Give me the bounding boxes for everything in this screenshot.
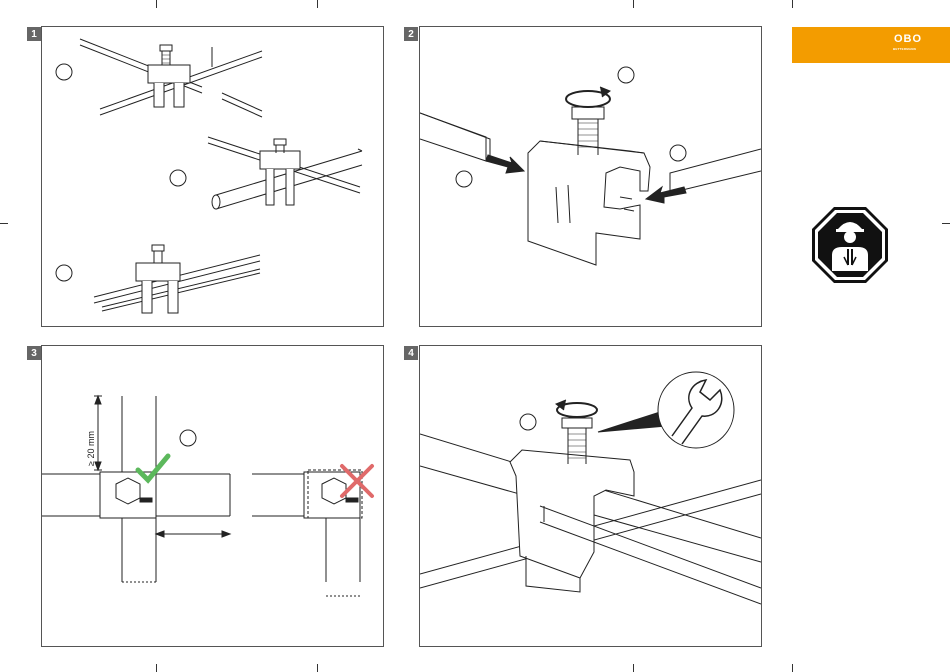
crop-mark — [792, 664, 793, 672]
step-badge-4: 4 — [404, 346, 418, 360]
crop-mark — [942, 223, 950, 224]
clamp-body-2 — [528, 141, 650, 265]
crop-mark — [156, 0, 157, 8]
callout-circle — [56, 265, 72, 281]
step-badge-2: 2 — [404, 27, 418, 41]
dimension-label: ≥ 20 mm — [86, 431, 96, 466]
callout-circle — [670, 145, 686, 161]
step-4-panel — [419, 345, 762, 647]
callout-circle — [520, 414, 536, 430]
push-arrow-icon — [646, 187, 686, 203]
wrong-assembly — [252, 466, 372, 596]
crop-mark — [156, 664, 157, 672]
brand-subtitle: BETTERMANN — [893, 47, 916, 51]
correct-assembly: ≥ 20 mm — [42, 396, 230, 582]
brand-logo: OBO — [894, 33, 922, 45]
brand-header: OBO BETTERMANN — [792, 27, 950, 63]
callout-circle — [456, 171, 472, 187]
crop-mark — [633, 0, 634, 8]
step-badge-3: 3 — [27, 346, 41, 360]
brand-bar — [792, 27, 950, 63]
right-strip — [670, 149, 761, 193]
left-strip — [420, 113, 486, 161]
callout-circle — [170, 170, 186, 186]
crop-mark — [317, 0, 318, 8]
crop-mark — [633, 664, 634, 672]
push-arrow-icon — [486, 155, 524, 173]
clamp-rod-strip — [208, 137, 362, 209]
crop-mark — [0, 223, 8, 224]
step-3-panel: ≥ 20 mm — [41, 345, 384, 647]
step-2-panel — [419, 26, 762, 327]
clamp-body-1 — [148, 45, 190, 107]
callout-circle — [180, 430, 196, 446]
check-icon — [138, 456, 168, 480]
crop-mark — [317, 664, 318, 672]
step-badge-1: 1 — [27, 27, 41, 41]
electrician-icon — [810, 205, 890, 285]
crop-mark — [792, 0, 793, 8]
step-1-panel — [41, 26, 384, 327]
callout-circle — [618, 67, 634, 83]
clamp-parallel-strips — [94, 245, 260, 313]
callout-pointer — [598, 410, 666, 432]
callout-circle — [56, 64, 72, 80]
